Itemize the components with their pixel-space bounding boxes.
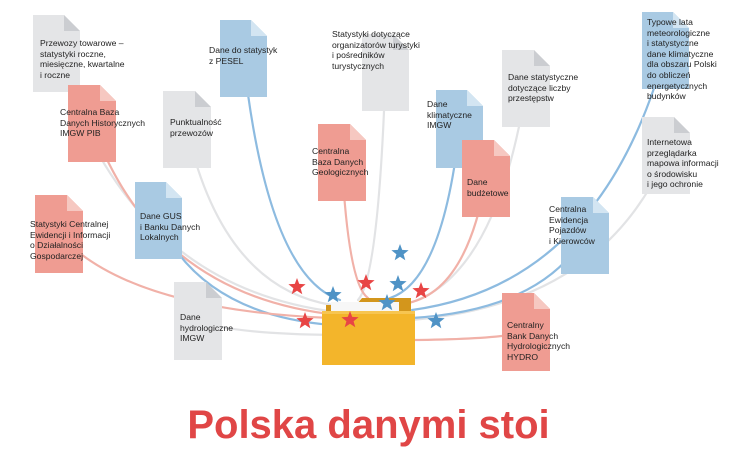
star-icon <box>296 312 314 329</box>
source-label: Punktualność przewozów <box>170 117 222 138</box>
document-icon <box>33 15 80 92</box>
folder-icon <box>322 298 415 365</box>
connector-line <box>242 57 342 302</box>
document-icon <box>163 91 211 168</box>
source-label: Centralny Bank Danych Hydrologicznych HY… <box>507 320 571 362</box>
source-label: Internetowa przeglądarka mapowa informac… <box>647 137 719 190</box>
star-icon <box>378 294 396 311</box>
connector-line <box>90 122 340 317</box>
document-icon <box>35 195 83 273</box>
star-icon <box>389 275 407 292</box>
source-label: Centralna Baza Danych Geologicznych <box>312 146 369 178</box>
source-label: Przewozy towarowe – statystyki roczne, m… <box>40 38 125 80</box>
document-icon <box>642 117 690 194</box>
star-icon <box>357 274 375 291</box>
star-icon <box>412 282 430 299</box>
star-icon <box>288 278 306 295</box>
star-icon <box>391 244 409 261</box>
document-icon <box>135 182 182 259</box>
source-label: Dane do statystyk z PESEL <box>209 45 278 66</box>
document-icon <box>220 20 267 97</box>
source-label: Typowe lata meteorologiczne i statystycz… <box>647 17 717 102</box>
source-label: Dane hydrologiczne IMGW <box>180 312 234 344</box>
document-icon <box>318 124 366 201</box>
document-icon <box>561 197 609 274</box>
document-icon <box>436 90 483 168</box>
source-label: Dane klimatyczne IMGW <box>427 99 472 131</box>
star-icon <box>341 311 359 328</box>
star-icon <box>324 286 342 303</box>
document-icon <box>642 12 689 89</box>
document-icon <box>502 50 550 127</box>
source-label: Statystyki Centralnej Ewidencji i Inform… <box>30 219 111 261</box>
source-label: Statystyki dotyczące organizatorów turys… <box>332 29 420 71</box>
document-icon <box>502 293 550 371</box>
source-label: Dane statystyczne dotyczące liczby przes… <box>508 72 579 104</box>
document-icon <box>174 282 222 360</box>
star-icon <box>427 312 445 329</box>
infographic-title: Polska danymi stoi <box>187 403 550 447</box>
document-icon <box>362 34 409 111</box>
source-label: Centralna Ewidencja Pojazdów i Kierowców <box>549 204 595 246</box>
source-label: Dane GUS i Banku Danych Lokalnych <box>140 211 201 243</box>
document-icon <box>68 85 116 162</box>
document-icon <box>462 140 510 217</box>
source-label: Centralna Baza Danych Historycznych IMGW… <box>60 107 146 139</box>
source-label: Dane budżetowe <box>467 177 509 198</box>
